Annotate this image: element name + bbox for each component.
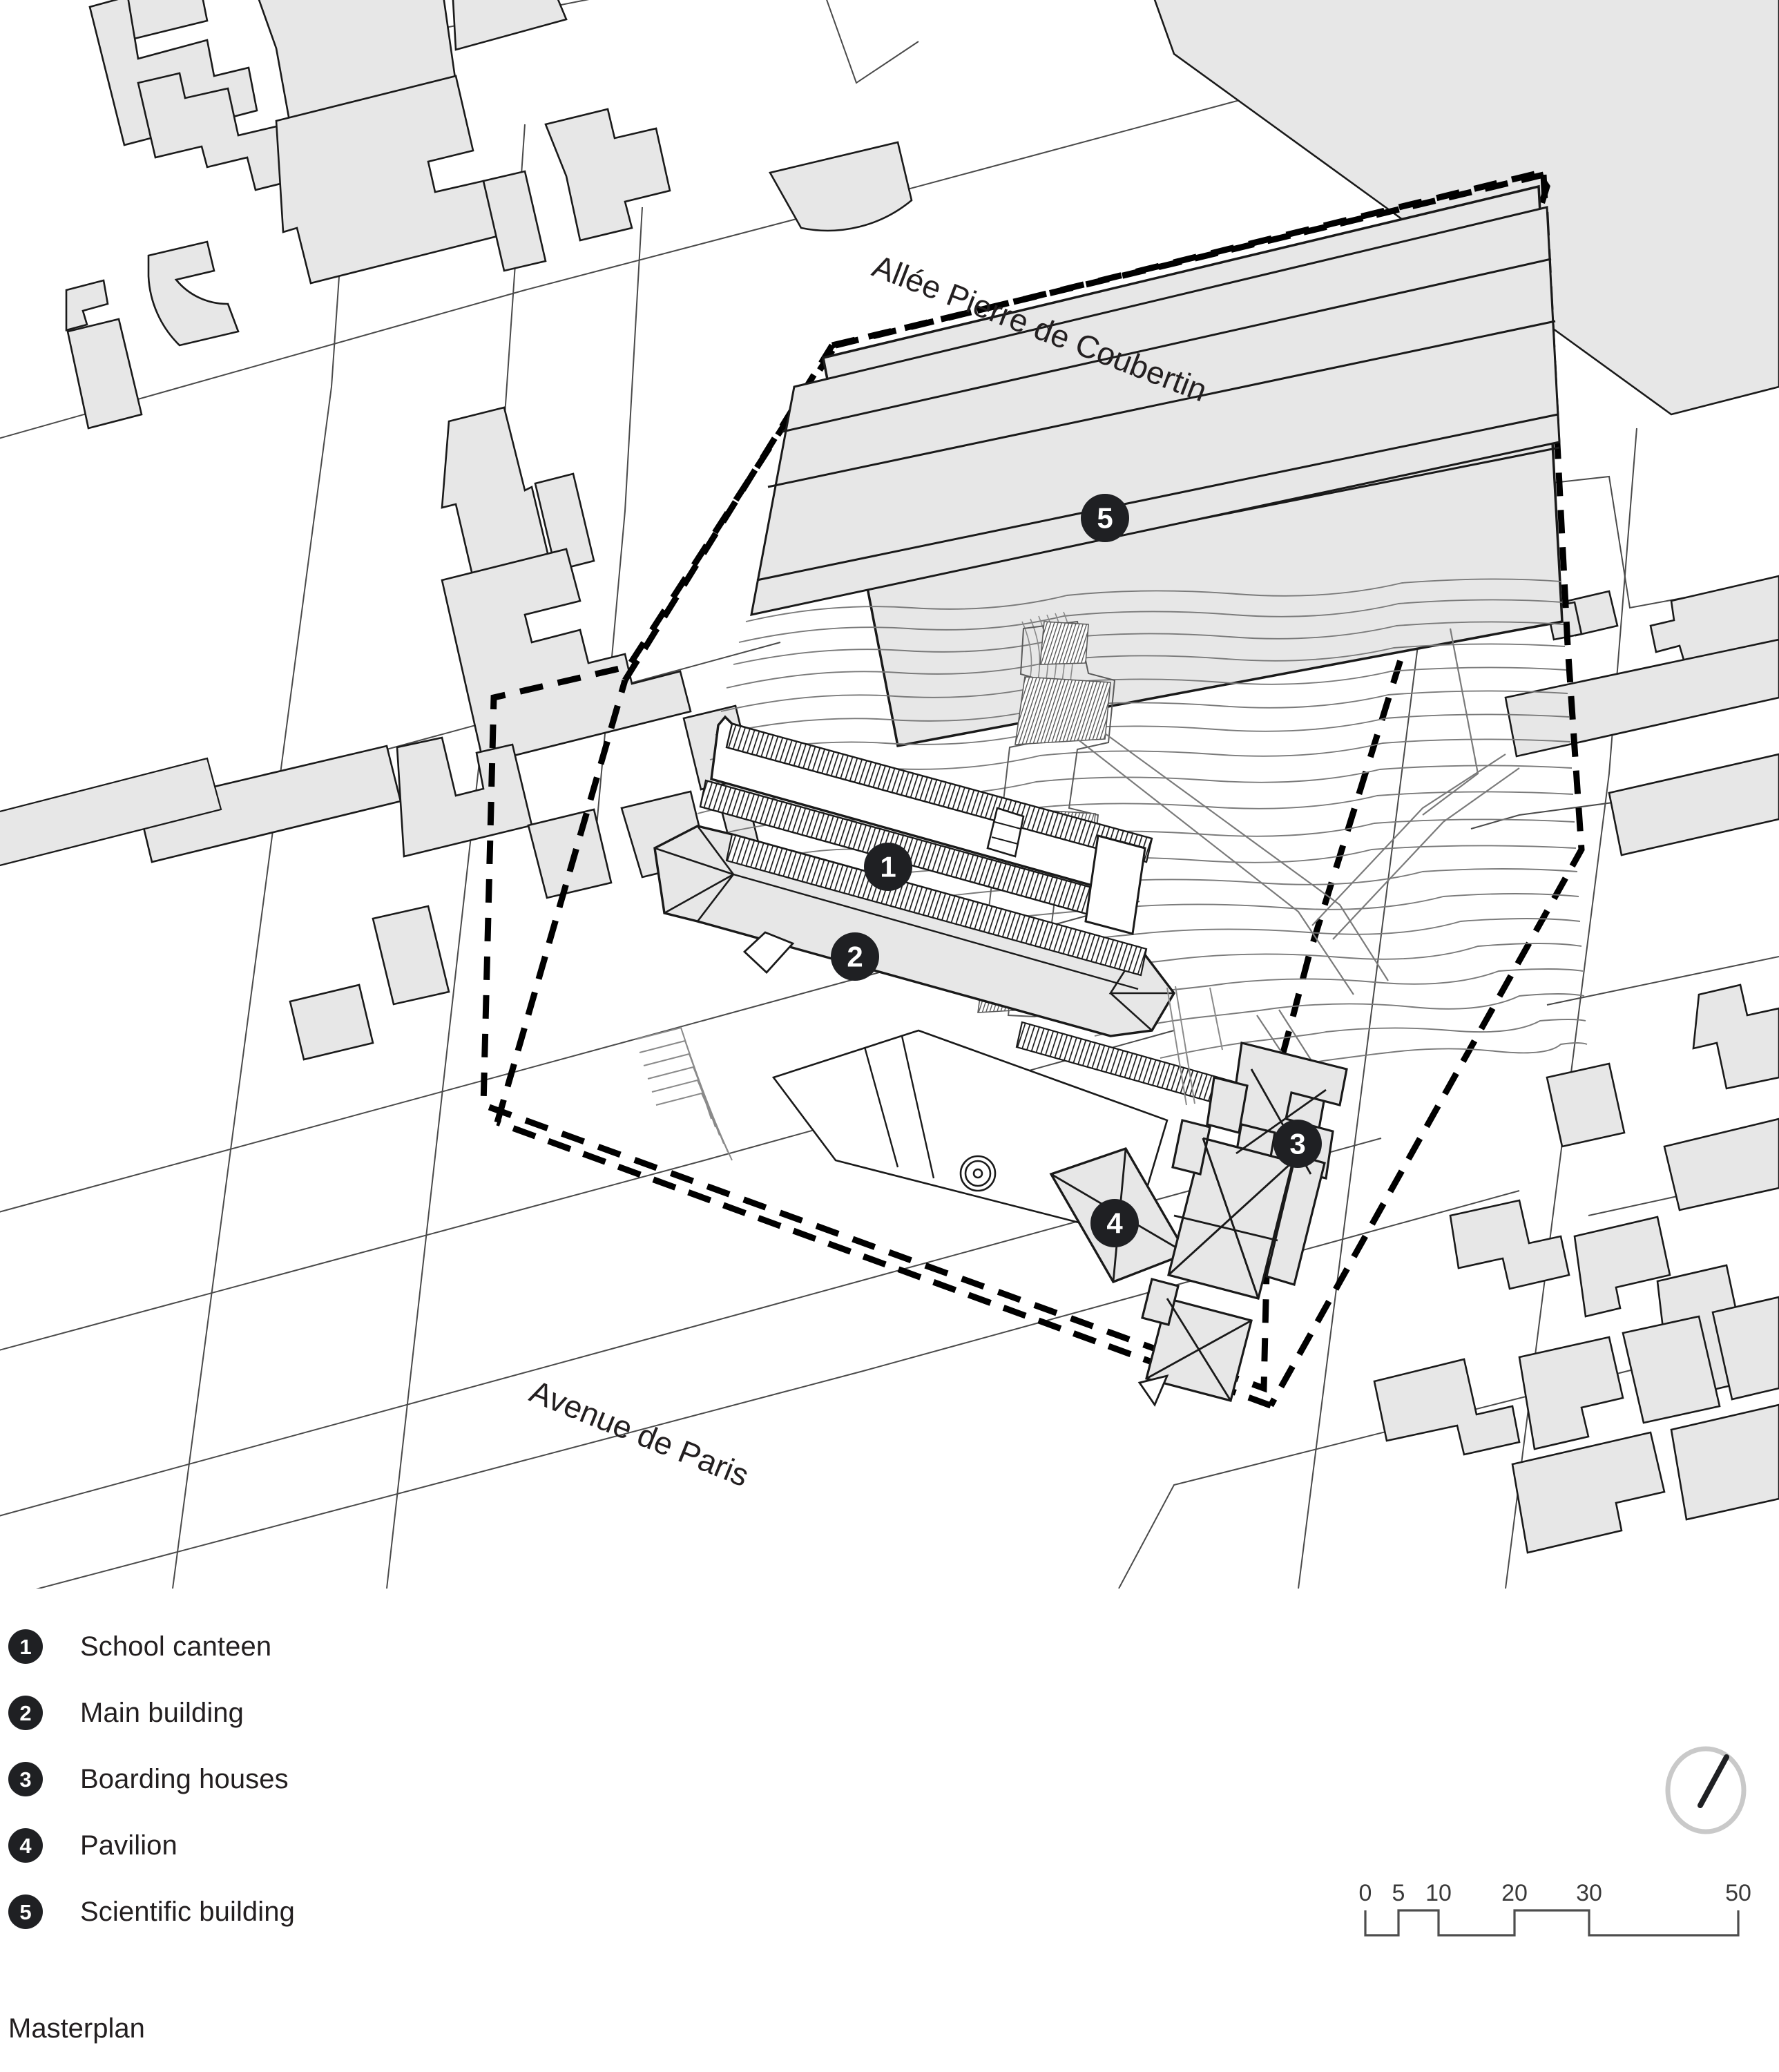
masterplan-svg: Allée Pierre de Coubertin Avenue de Pari… [0, 0, 1779, 1589]
scientific-building-lines [756, 258, 1559, 582]
fountain-icon [959, 1155, 997, 1192]
map-marker-4[interactable]: 4 [1090, 1199, 1139, 1247]
scale-tick-30: 30 [1576, 1880, 1602, 1906]
north-arrow-svg [1665, 1746, 1747, 1834]
masterplan-drawing: Allée Pierre de Coubertin Avenue de Pari… [0, 0, 1779, 1589]
legend-badge-1: 1 [8, 1629, 43, 1664]
scale-bar: 0 5 10 20 30 50 [1350, 1872, 1778, 1961]
compass-ring [1665, 1746, 1747, 1834]
scale-tick-10: 10 [1425, 1880, 1452, 1906]
map-marker-4-label: 4 [1106, 1207, 1123, 1240]
legend: 1 School canteen 2 Main building 3 Board… [6, 1613, 627, 1945]
legend-badge-5: 5 [8, 1894, 43, 1929]
legend-item-1[interactable]: 1 School canteen [6, 1613, 627, 1680]
south-entry-marker [1137, 1374, 1169, 1407]
legend-badge-4: 4 [8, 1828, 43, 1863]
map-marker-2-label: 2 [847, 941, 863, 973]
context-buildings-northeast [1153, 0, 1779, 1554]
legend-label-1: School canteen [80, 1631, 272, 1662]
scale-tick-50: 50 [1725, 1880, 1751, 1906]
legend-item-3[interactable]: 3 Boarding houses [6, 1746, 627, 1812]
scale-bar-svg: 0 5 10 20 30 50 [1359, 1880, 1751, 1937]
boarding-houses-roof-lines [1146, 1068, 1327, 1401]
map-marker-5[interactable]: 5 [1081, 494, 1129, 542]
scale-tick-5: 5 [1392, 1880, 1405, 1906]
building-school-canteen [699, 715, 1153, 935]
map-marker-1[interactable]: 1 [864, 843, 912, 891]
legend-badge-3: 3 [8, 1762, 43, 1796]
legend-label-5: Scientific building [80, 1896, 295, 1927]
legend-item-2[interactable]: 2 Main building [6, 1680, 627, 1746]
scale-tick-0: 0 [1359, 1880, 1372, 1906]
legend-label-4: Pavilion [80, 1830, 177, 1861]
scientific-building-band [750, 206, 1561, 616]
north-arrow [1660, 1742, 1751, 1837]
legend-label-2: Main building [80, 1697, 244, 1728]
legend-badge-2: 2 [8, 1696, 43, 1730]
legend-item-4[interactable]: 4 Pavilion [6, 1812, 627, 1879]
figure-caption: Masterplan [8, 2013, 145, 2044]
scale-tick-20: 20 [1501, 1880, 1528, 1906]
terrace-steps [635, 1026, 733, 1161]
street-bands [0, 757, 222, 867]
legend-item-5[interactable]: 5 Scientific building [6, 1879, 627, 1945]
context-buildings-northwest [65, 0, 913, 1061]
scale-bar-steps [1364, 1909, 1740, 1937]
map-marker-1-label: 1 [880, 851, 896, 883]
map-marker-3[interactable]: 3 [1273, 1120, 1322, 1168]
map-marker-2[interactable]: 2 [831, 932, 879, 981]
legend-label-3: Boarding houses [80, 1763, 289, 1794]
map-marker-3-label: 3 [1289, 1128, 1305, 1160]
building-main [653, 825, 1176, 1037]
compass-needle-icon [1698, 1754, 1729, 1808]
map-marker-5-label: 5 [1097, 502, 1113, 535]
site-internal-lines [1166, 986, 1223, 1106]
